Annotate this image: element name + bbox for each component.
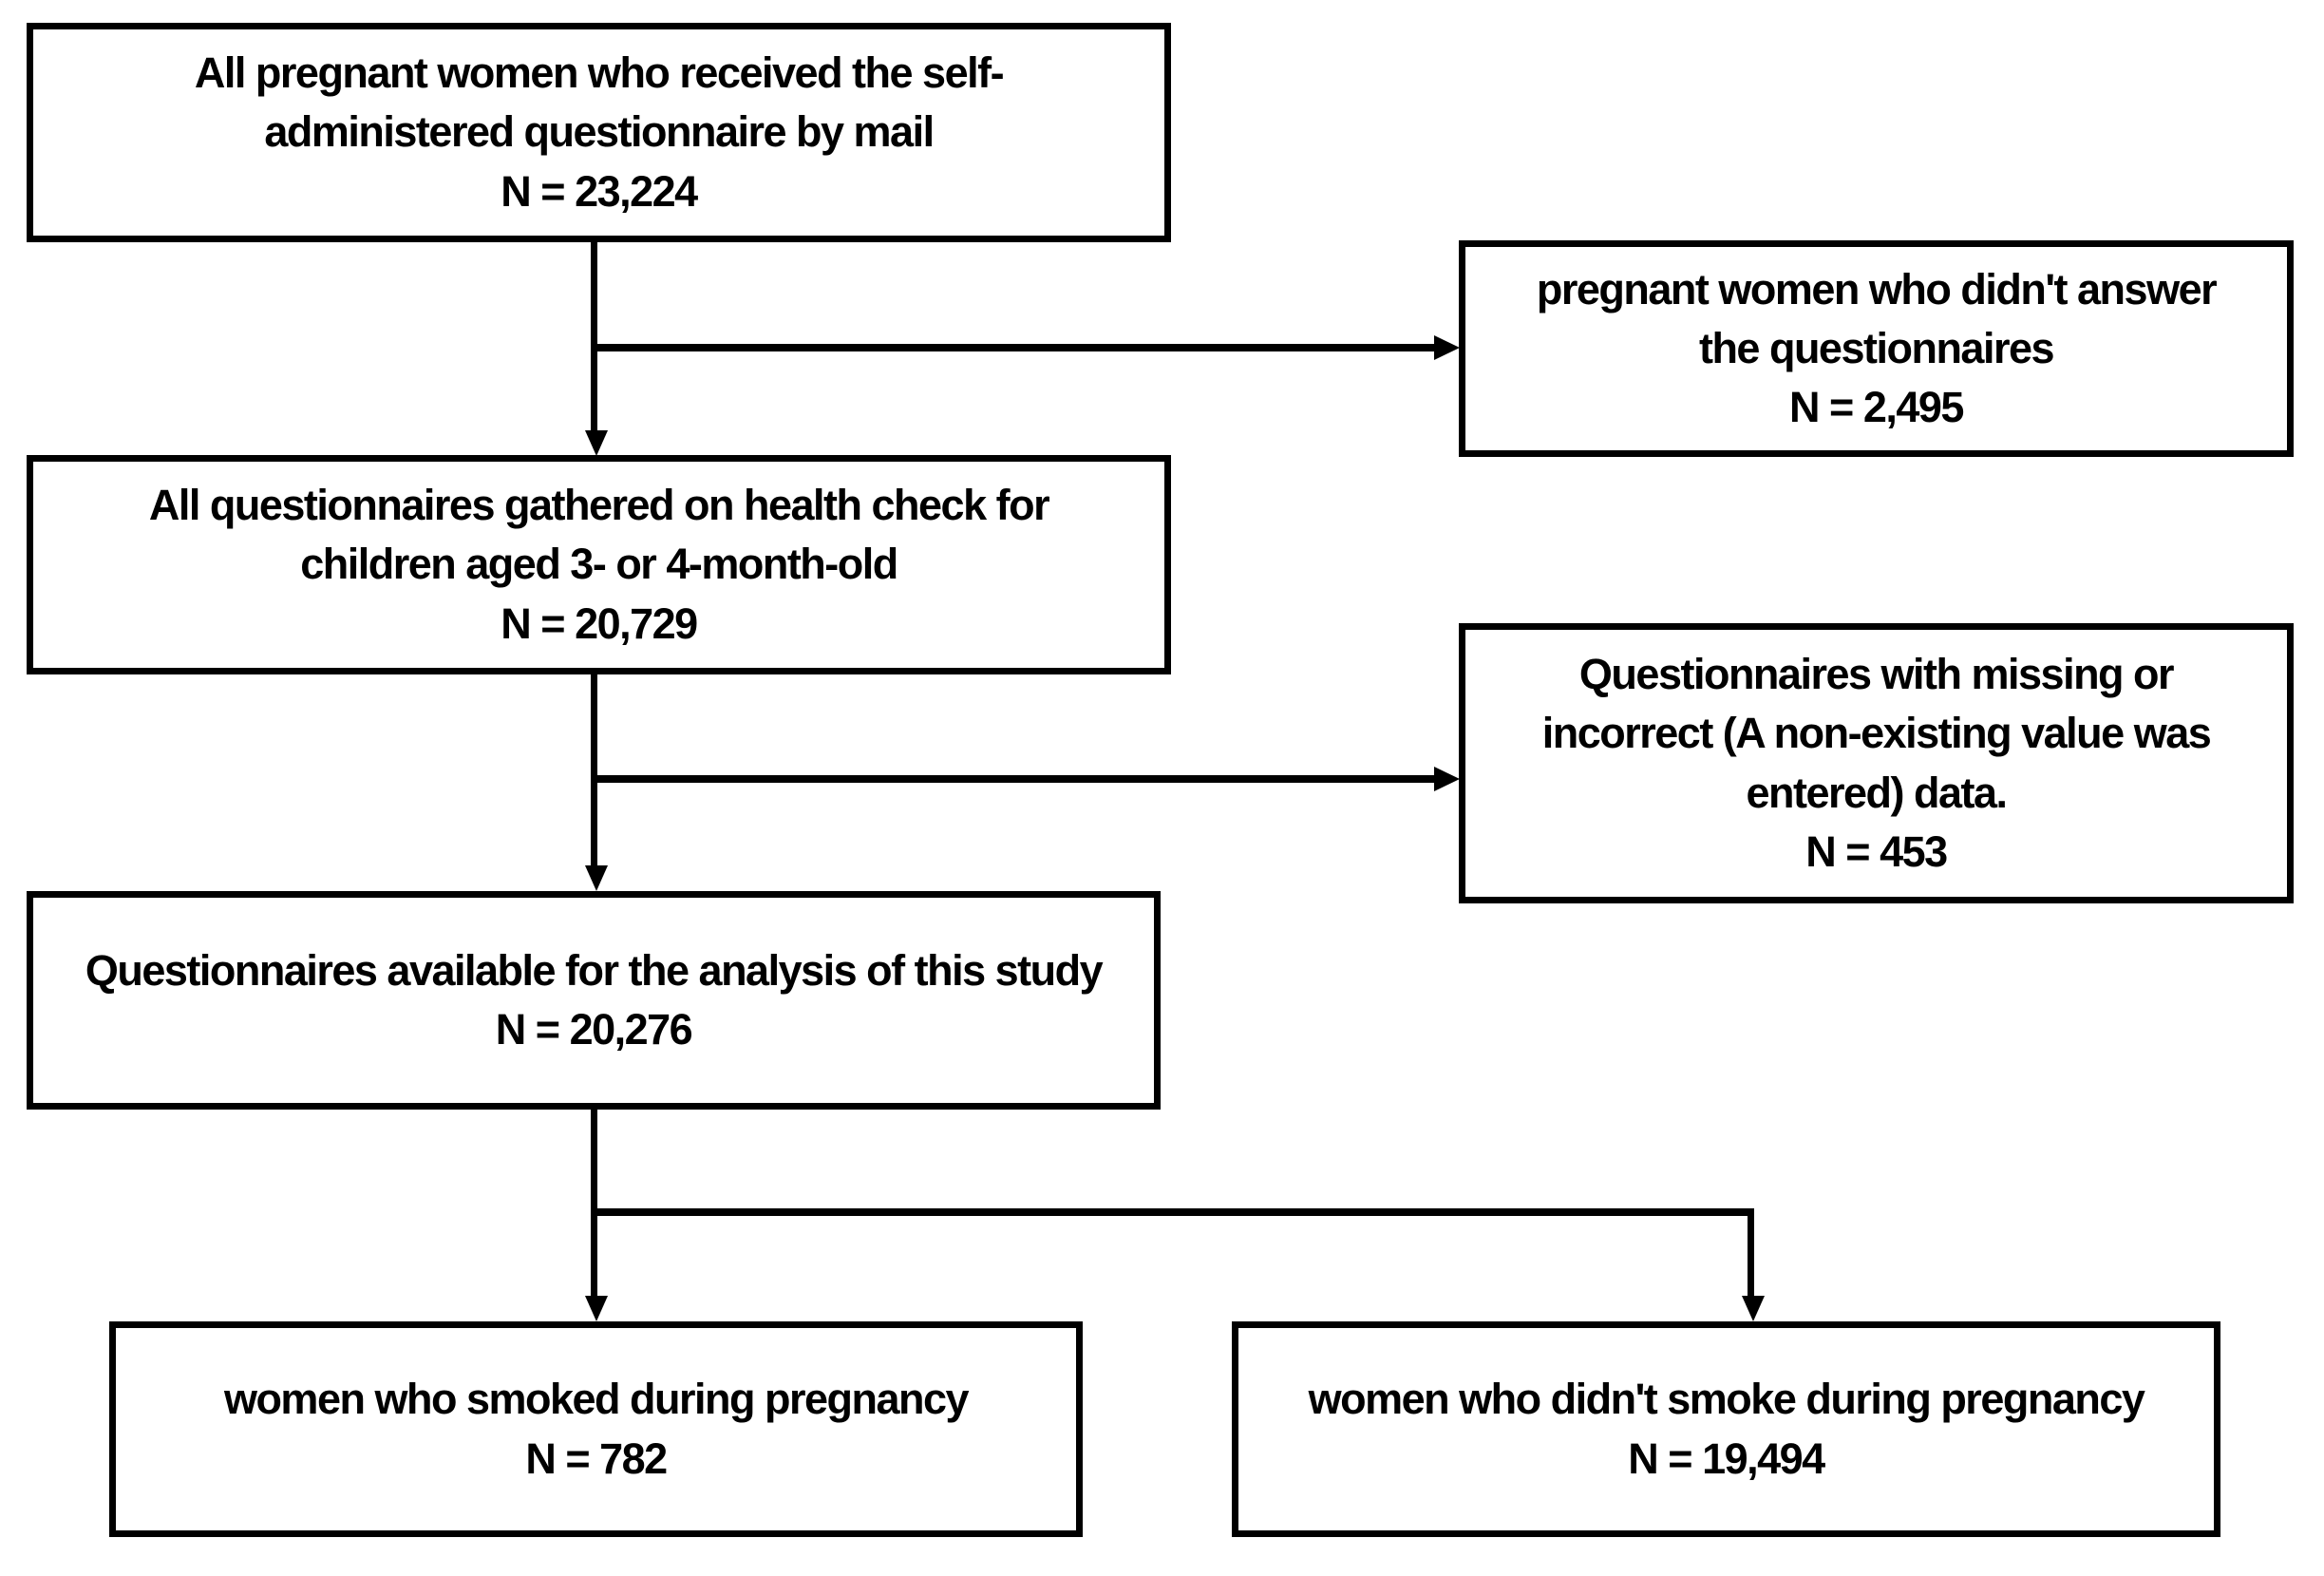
edge-mail-to-health-line	[591, 240, 597, 432]
edge-health-to-missing-line	[591, 775, 1436, 783]
arrowhead-down-icon	[585, 430, 608, 456]
edge-health-to-available-line	[591, 673, 597, 866]
box-missing-data: Questionnaires with missing or incorrect…	[1459, 623, 2294, 903]
box-didnt-smoke-label: women who didn't smoke during pregnancy …	[1308, 1375, 2145, 1483]
box-smoked-label: women who smoked during pregnancy N = 78…	[223, 1375, 970, 1483]
arrowhead-right-icon	[1434, 767, 1460, 791]
box-health-check: All questionnaires gathered on health ch…	[27, 455, 1171, 674]
box-didnt-smoke: women who didn't smoke during pregnancy …	[1232, 1321, 2220, 1537]
edge-available-to-didnt-smoke-line	[1748, 1208, 1754, 1297]
edge-available-to-smoked-line	[591, 1108, 597, 1297]
box-didnt-answer: pregnant women who didn't answer the que…	[1459, 240, 2294, 457]
box-health-check-label: All questionnaires gathered on health ch…	[148, 481, 1050, 648]
box-mail-questionnaire-label: All pregnant women who received the self…	[194, 48, 1005, 216]
arrowhead-down-icon	[585, 1296, 608, 1321]
box-available-for-analysis-label: Questionnaires available for the analysi…	[85, 945, 1104, 1054]
arrowhead-right-icon	[1434, 335, 1460, 360]
edge-available-split-line	[591, 1208, 1754, 1216]
box-mail-questionnaire: All pregnant women who received the self…	[27, 23, 1171, 242]
box-missing-data-label: Questionnaires with missing or incorrect…	[1541, 650, 2212, 876]
edge-mail-to-didnt-answer-line	[591, 344, 1436, 351]
arrowhead-down-icon	[1742, 1296, 1765, 1321]
box-didnt-answer-label: pregnant women who didn't answer the que…	[1536, 264, 2218, 432]
box-smoked: women who smoked during pregnancy N = 78…	[109, 1321, 1083, 1537]
box-available-for-analysis: Questionnaires available for the analysi…	[27, 891, 1161, 1110]
arrowhead-down-icon	[585, 865, 608, 891]
